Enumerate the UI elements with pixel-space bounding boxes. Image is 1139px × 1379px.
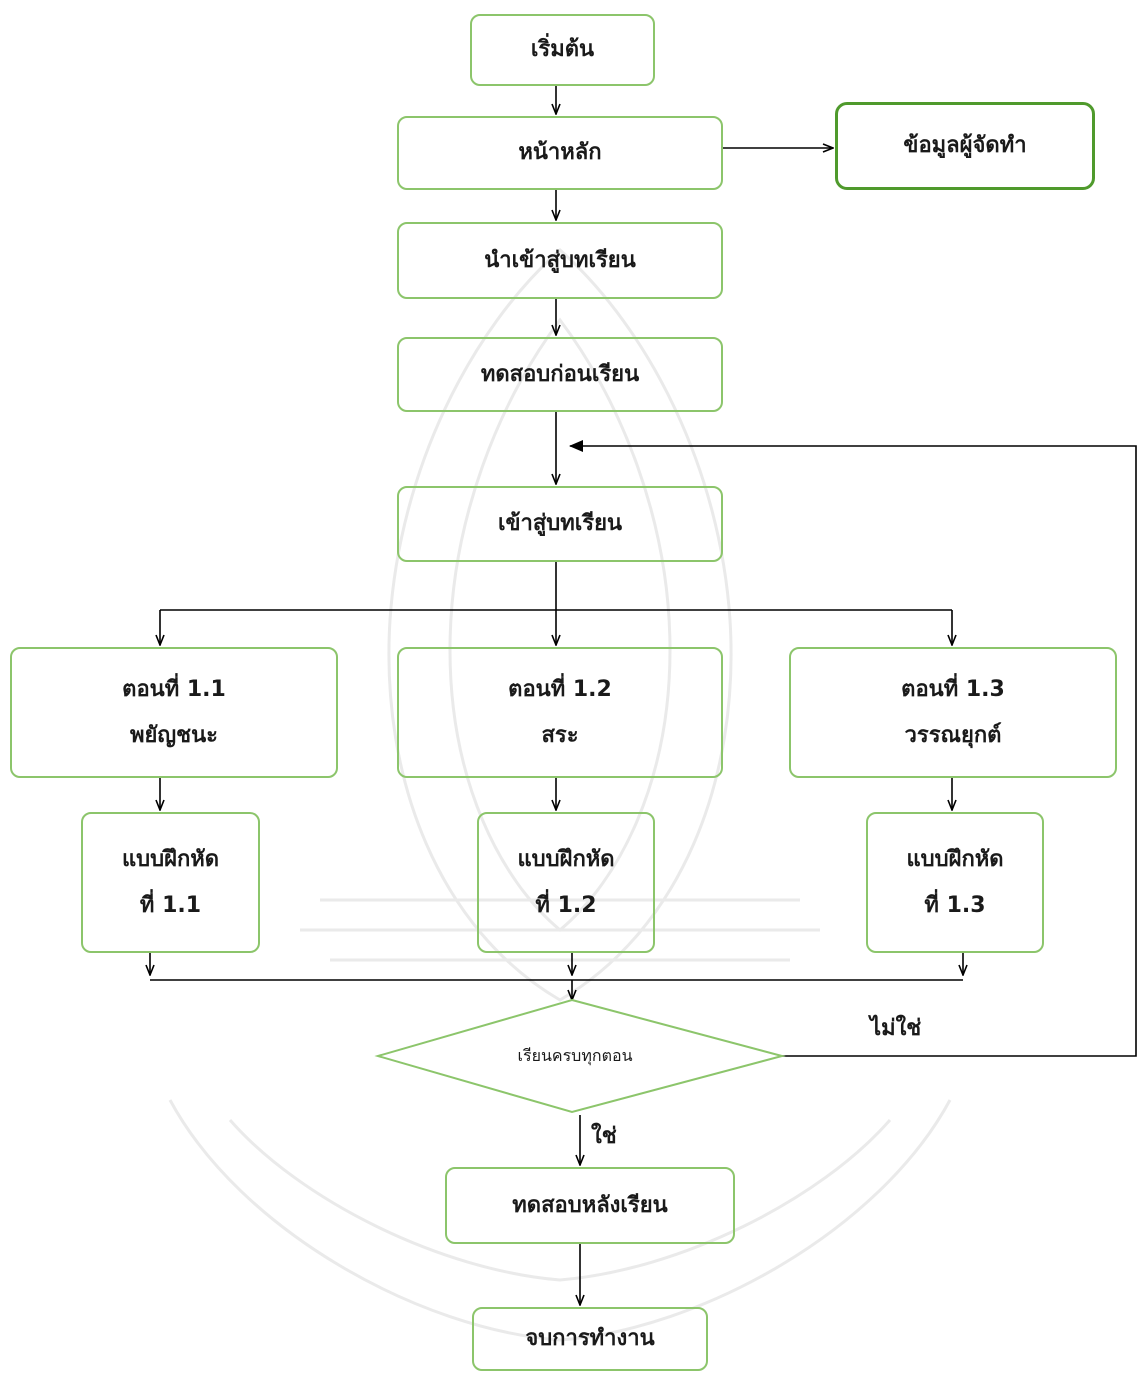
edge-label-no: ไม่ใช่ xyxy=(870,1016,922,1041)
node-part2-line1: ตอนที่ 1.2 xyxy=(508,676,612,702)
node-end-label: จบการทำงาน xyxy=(525,1326,655,1351)
node-pretest-label: ทดสอบก่อนเรียน xyxy=(480,361,640,387)
node-part2: ตอนที่ 1.2 สระ xyxy=(397,647,723,778)
node-posttest-label: ทดสอบหลังเรียน xyxy=(512,1192,668,1218)
node-posttest: ทดสอบหลังเรียน xyxy=(445,1167,735,1244)
node-start: เริ่มต้น xyxy=(470,14,655,86)
node-exercise1: แบบฝึกหัด ที่ 1.1 xyxy=(81,812,260,953)
node-decision-label: เรียนครบทุกตอน xyxy=(517,1046,633,1065)
node-exercise3: แบบฝึกหัด ที่ 1.3 xyxy=(866,812,1044,953)
node-exercise3-line2: ที่ 1.3 xyxy=(924,892,986,918)
node-part3: ตอนที่ 1.3 วรรณยุกต์ xyxy=(789,647,1117,778)
node-exercise3-line1: แบบฝึกหัด xyxy=(906,846,1004,872)
edge-decision-no-loop xyxy=(569,440,1137,1057)
node-start-label: เริ่มต้น xyxy=(530,37,595,62)
node-exercise1-line2: ที่ 1.1 xyxy=(139,892,202,918)
edge-label-yes: ใช่ xyxy=(591,1124,617,1149)
node-exercise2: แบบฝึกหัด ที่ 1.2 xyxy=(477,812,655,953)
node-part1-line2: พยัญชนะ xyxy=(130,722,218,748)
node-intro: นำเข้าสู่บทเรียน xyxy=(397,222,723,299)
node-home-label: หน้าหลัก xyxy=(518,140,602,165)
node-exercise2-line1: แบบฝึกหัด xyxy=(517,846,615,872)
node-credits-label: ข้อมูลผู้จัดทำ xyxy=(903,133,1027,158)
node-end: จบการทำงาน xyxy=(472,1307,708,1371)
node-part1-line1: ตอนที่ 1.1 xyxy=(122,676,226,702)
node-exercise2-line2: ที่ 1.2 xyxy=(535,892,597,918)
node-part3-line2: วรรณยุกต์ xyxy=(904,722,1002,748)
node-part1: ตอนที่ 1.1 พยัญชนะ xyxy=(10,647,338,778)
node-pretest: ทดสอบก่อนเรียน xyxy=(397,337,723,412)
node-part3-line1: ตอนที่ 1.3 xyxy=(901,676,1005,702)
node-intro-label: นำเข้าสู่บทเรียน xyxy=(484,247,636,273)
decision-diamond xyxy=(374,998,786,1114)
node-part2-line2: สระ xyxy=(541,722,579,748)
node-exercise1-line1: แบบฝึกหัด xyxy=(121,846,220,872)
node-home: หน้าหลัก xyxy=(397,116,723,190)
node-credits: ข้อมูลผู้จัดทำ xyxy=(835,102,1095,190)
node-lesson-label: เข้าสู่บทเรียน xyxy=(497,511,623,536)
node-lesson: เข้าสู่บทเรียน xyxy=(397,486,723,562)
